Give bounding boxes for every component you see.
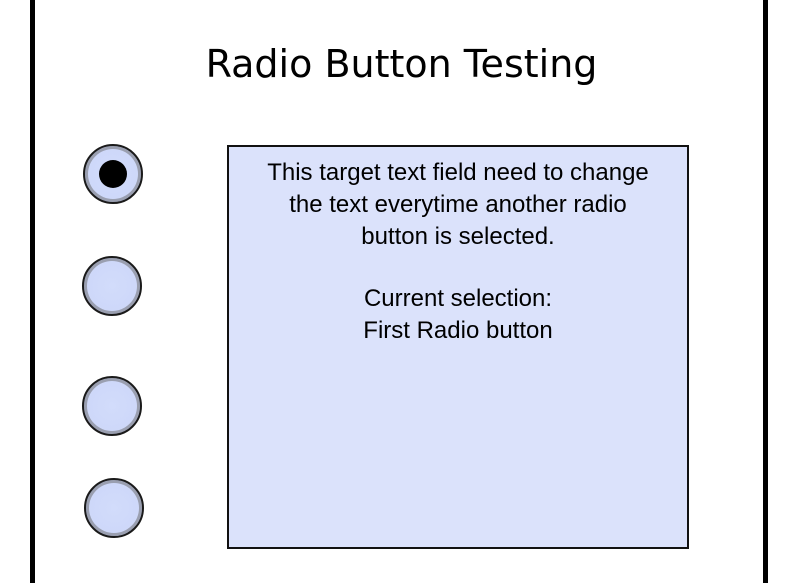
- target-text-line-3: button is selected.: [361, 223, 555, 250]
- target-text-field: This target text field need to change th…: [227, 145, 689, 549]
- page-title: Radio Button Testing: [205, 42, 598, 86]
- target-text-line-1: This target text field need to change: [267, 159, 649, 186]
- radio-button-2[interactable]: [82, 256, 142, 316]
- radio-selected-dot: [99, 160, 127, 188]
- selection-value: First Radio button: [363, 317, 553, 344]
- radio-button-4[interactable]: [84, 478, 144, 538]
- selection-label: Current selection:: [363, 285, 553, 312]
- target-text-line-2: the text everytime another radio: [289, 191, 627, 218]
- text-spacer: [229, 253, 687, 283]
- radio-button-3[interactable]: [82, 376, 142, 436]
- radio-button-1[interactable]: [83, 144, 143, 204]
